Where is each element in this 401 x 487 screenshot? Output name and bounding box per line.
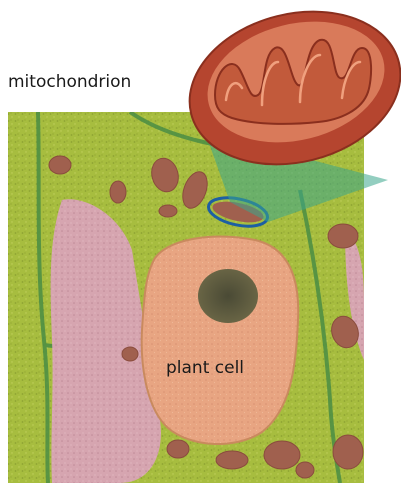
organelle-13 xyxy=(296,462,314,478)
organelle-8 xyxy=(122,347,138,361)
organelle-6 xyxy=(328,224,358,248)
nucleolus xyxy=(198,269,258,323)
mitochondrion-label: mitochondrion xyxy=(8,72,131,92)
organelle-12 xyxy=(333,435,363,469)
organelle-9 xyxy=(167,440,189,458)
organelle-1 xyxy=(49,156,71,174)
plant-cell-label: plant cell xyxy=(166,358,244,378)
organelle-10 xyxy=(216,451,248,469)
nucleus xyxy=(142,237,299,444)
organelle-2 xyxy=(110,181,126,203)
organelle-5 xyxy=(159,205,177,217)
organelle-11 xyxy=(264,441,300,469)
